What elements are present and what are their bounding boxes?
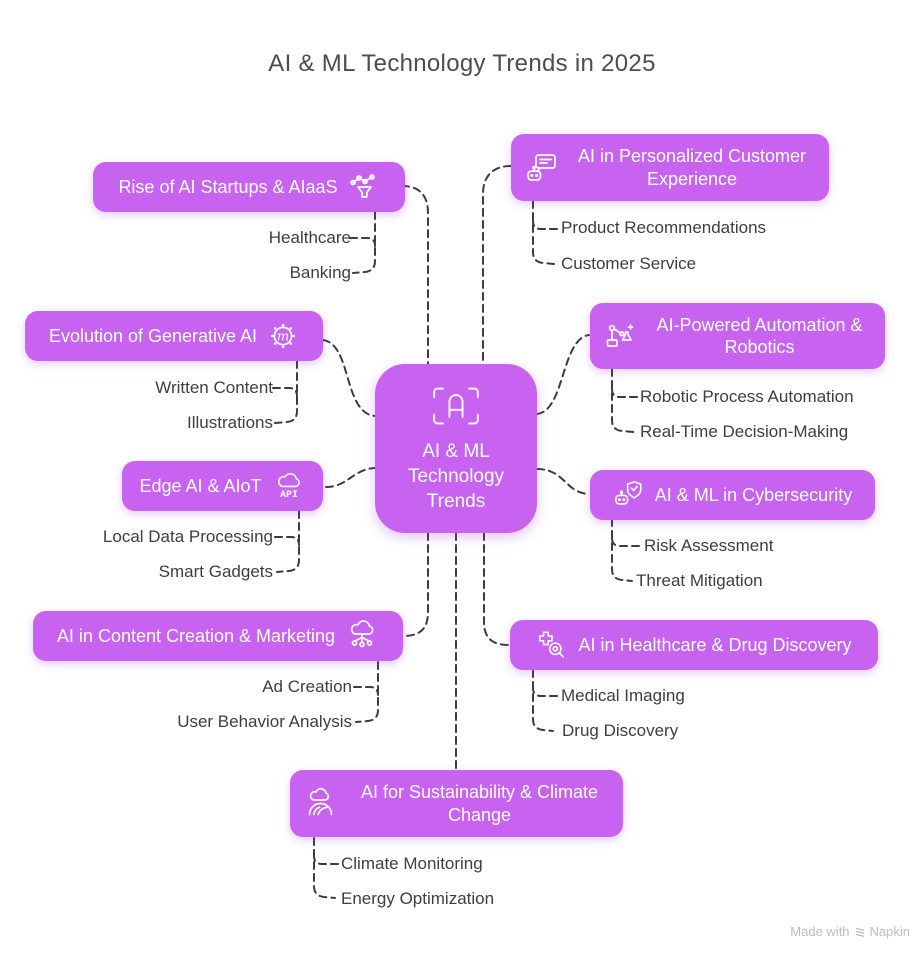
connector-health-children [532, 669, 554, 732]
branch-node-startups: Rise of AI Startups & AIaaS [93, 162, 405, 212]
leaf-label: Medical Imaging [561, 686, 685, 705]
leaf-label: Product Recommendations [561, 218, 767, 237]
branch-label: Evolution of Generative AI [48, 325, 258, 346]
branch-node-content: AI in Content Creation & Marketing [33, 611, 403, 661]
connector-center-automation [536, 334, 590, 415]
branch-label: AI in Personalized Customer Experience [577, 146, 807, 189]
connector-generative-children [274, 360, 298, 424]
leaf-label: Risk Assessment [644, 536, 774, 555]
connector-automation-child1 [611, 388, 638, 398]
leaf-label: Threat Mitigation [636, 571, 763, 590]
connector-center-generative [322, 339, 376, 417]
chatbot-message-icon [527, 153, 556, 181]
connector-edge-child1 [274, 536, 300, 546]
medical-search-icon [539, 631, 565, 658]
cloud-network-icon [350, 620, 374, 648]
center-node-label: AI & ML Technology Trends [407, 441, 505, 512]
leaf-label: Climate Monitoring [341, 854, 483, 873]
connector-startups-children [352, 211, 376, 274]
branch-label: Rise of AI Startups & AIaaS [118, 176, 338, 197]
leaf-label: Written Content [155, 378, 273, 397]
robot-shield-icon [614, 481, 642, 505]
connector-cyber-children [611, 518, 633, 582]
branch-node-health: AI in Healthcare & Drug Discovery [510, 620, 878, 670]
connector-content-child1 [353, 686, 379, 696]
leaf-label: Ad Creation [262, 677, 352, 696]
branch-node-generative: Evolution of Generative AI m [25, 311, 323, 361]
leaf-label: Customer Service [561, 254, 697, 273]
branch-label: AI in Healthcare & Drug Discovery [578, 634, 852, 655]
connector-center-edge [325, 467, 376, 488]
connector-center-content [402, 532, 429, 637]
connector-center-customer [482, 165, 512, 365]
leaf-label: Banking [289, 263, 351, 282]
robot-arm-icon [606, 324, 634, 347]
leaf-label: Illustrations [187, 413, 273, 432]
leaf-label: Robotic Process Automation [640, 387, 854, 406]
connector-health-child1 [532, 687, 558, 697]
branch-node-edge: Edge AI & AIoT API [122, 461, 323, 511]
connector-generative-child1 [272, 387, 298, 397]
diagram-title: AI & ML Technology Trends in 2025 [268, 50, 656, 77]
leaf-label: User Behavior Analysis [177, 712, 352, 731]
branch-node-customer: AI in Personalized Customer Experience [511, 134, 829, 201]
connector-center-cyber [536, 468, 590, 495]
watermark-brand: Napkin [869, 924, 910, 939]
neural-gear-icon: m [270, 323, 296, 349]
branch-node-sustain: AI for Sustainability & Climate Change [290, 770, 623, 837]
connector-edge-children [276, 510, 300, 573]
branch-label: AI in Content Creation & Marketing [56, 625, 336, 646]
cloud-api-icon: API [277, 473, 300, 500]
branch-label: AI-Powered Automation & Robotics [656, 314, 863, 358]
branch-label: Edge AI & AIoT [139, 475, 262, 496]
connector-cyber-child1 [611, 537, 640, 547]
branch-label: AI & ML in Cybersecurity [654, 484, 853, 505]
connector-startups-child1 [349, 237, 376, 247]
leaf-label: Healthcare [268, 228, 351, 247]
branch-label: AI for Sustainability & Climate Change [360, 782, 599, 825]
svg-text:API: API [280, 489, 298, 500]
leaf-label: Local Data Processing [102, 527, 273, 546]
connector-automation-children [611, 368, 635, 433]
branch-node-cyber: AI & ML in Cybersecurity [590, 470, 875, 520]
leaf-label: Smart Gadgets [158, 562, 273, 581]
connector-center-health [483, 532, 510, 646]
svg-text:m: m [277, 330, 289, 345]
connector-sustain-children [313, 837, 336, 899]
leaf-label: Real-Time Decision-Making [640, 422, 849, 441]
cloud-earth-icon [308, 787, 333, 815]
connector-sustain-child1 [313, 855, 339, 865]
focus-a-icon [433, 388, 479, 425]
connector-customer-children [532, 200, 555, 265]
watermark-made-with: Made with [790, 924, 850, 939]
watermark: Made with Napkin [790, 924, 910, 939]
connector-center-startups [401, 185, 429, 365]
connector-customer-child1 [532, 220, 558, 230]
connector-content-children [355, 661, 379, 723]
napkin-logo-icon [855, 927, 864, 937]
center-node: AI & ML Technology Trends [375, 364, 537, 533]
funnel-network-icon [349, 174, 375, 198]
leaf-label: Energy Optimization [341, 889, 495, 908]
leaf-label: Drug Discovery [562, 721, 679, 740]
branch-node-automation: AI-Powered Automation & Robotics [590, 303, 885, 369]
